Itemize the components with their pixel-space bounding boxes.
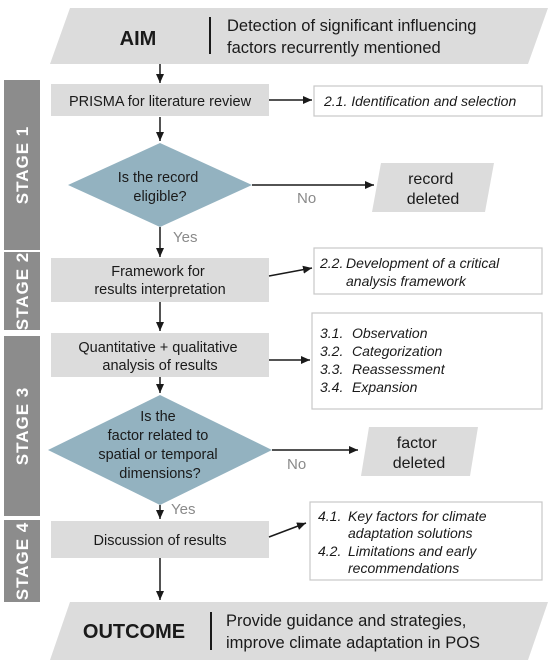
step-framework-line-2: results interpretation bbox=[94, 282, 225, 298]
note-stage3-num-4: 3.4. bbox=[320, 379, 343, 395]
outcome-banner: OUTCOME Provide guidance and strategies,… bbox=[50, 602, 548, 660]
note-critical-text: Development of a critical analysis frame… bbox=[346, 255, 503, 289]
note-stage3: 3.1. Observation 3.2. Categorization 3.3… bbox=[311, 312, 543, 410]
stage-bar-4: STAGE 4 bbox=[4, 520, 40, 602]
record-deleted-line-1: record bbox=[408, 171, 453, 188]
note-stage3-num-1: 3.1. bbox=[320, 325, 343, 341]
step-discussion: Discussion of results bbox=[51, 521, 269, 558]
stage-4-label: STAGE 4 bbox=[13, 522, 32, 600]
decision-factor: Is the factor related to spatial or temp… bbox=[48, 395, 272, 505]
outcome-text-line-1: Provide guidance and strategies, bbox=[226, 612, 466, 630]
aim-text-line-2: factors recurrently mentioned bbox=[227, 39, 441, 57]
note-stage4-list: 4.1. Key factors for climate adaptation … bbox=[318, 508, 490, 576]
note-critical: 2.2. Development of a critical analysis … bbox=[313, 247, 543, 295]
stage-3-label: STAGE 3 bbox=[13, 387, 32, 465]
branch-no-2: No bbox=[287, 456, 306, 473]
note-stage4-item-2-line-2: recommendations bbox=[348, 560, 459, 576]
factor-deleted-text: factor deleted bbox=[393, 435, 446, 472]
factor-deleted-line-2: deleted bbox=[393, 455, 446, 472]
step-analysis-line-1: Quantitative + qualitative bbox=[78, 340, 237, 356]
note-stage3-item-2: Categorization bbox=[352, 343, 442, 359]
step-analysis-line-2: analysis of results bbox=[102, 358, 217, 374]
outcome-text: Provide guidance and strategies, improve… bbox=[226, 612, 480, 652]
step-discussion-label: Discussion of results bbox=[94, 533, 227, 549]
decision-eligible: Is the record eligible? bbox=[68, 143, 252, 227]
stage-bar-3: STAGE 3 bbox=[4, 336, 40, 516]
note-stage3-item-3: Reassessment bbox=[352, 361, 446, 377]
note-identification: 2.1. Identification and selection bbox=[313, 85, 543, 117]
step-analysis-label: Quantitative + qualitative analysis of r… bbox=[78, 340, 241, 374]
stage-1-label: STAGE 1 bbox=[13, 126, 32, 204]
aim-text: Detection of significant influencing fac… bbox=[227, 17, 481, 57]
step-framework: Framework for results interpretation bbox=[51, 258, 269, 302]
decision-eligible-line-1: Is the record bbox=[118, 170, 199, 186]
step-framework-line-1: Framework for bbox=[111, 264, 205, 280]
aim-banner: AIM Detection of significant influencing… bbox=[50, 8, 548, 64]
record-deleted-text: record deleted bbox=[407, 171, 460, 208]
note-stage3-item-1: Observation bbox=[352, 325, 428, 341]
note-stage4-item-1-line-1: Key factors for climate bbox=[348, 508, 487, 524]
step-analysis: Quantitative + qualitative analysis of r… bbox=[51, 333, 269, 377]
decision-factor-line-1: Is the bbox=[140, 409, 175, 425]
arrow-framework-to-note bbox=[268, 265, 313, 277]
stage-bar-1: STAGE 1 bbox=[4, 80, 40, 250]
note-stage3-list: 3.1. Observation 3.2. Categorization 3.3… bbox=[320, 325, 448, 395]
stage-2-label: STAGE 2 bbox=[13, 252, 32, 330]
note-stage3-num-2: 3.2. bbox=[320, 343, 343, 359]
factor-deleted-line-1: factor bbox=[397, 435, 438, 452]
note-stage4: 4.1. Key factors for climate adaptation … bbox=[309, 501, 543, 581]
step-framework-label: Framework for results interpretation bbox=[94, 264, 225, 298]
branch-yes-2: Yes bbox=[171, 501, 195, 518]
outcome-text-line-2: improve climate adaptation in POS bbox=[226, 634, 480, 652]
step-prisma-label: PRISMA for literature review bbox=[69, 94, 252, 110]
note-stage4-num-2: 4.2. bbox=[318, 543, 341, 559]
note-stage3-num-3: 3.3. bbox=[320, 361, 343, 377]
decision-eligible-line-2: eligible? bbox=[133, 189, 186, 205]
note-identification-text: 2.1. Identification and selection bbox=[323, 93, 516, 109]
decision-factor-line-4: dimensions? bbox=[119, 466, 200, 482]
decision-factor-line-2: factor related to bbox=[108, 428, 209, 444]
note-stage4-num-1: 4.1. bbox=[318, 508, 341, 524]
record-deleted-box: record deleted bbox=[372, 163, 494, 212]
aim-label: AIM bbox=[120, 28, 157, 50]
branch-no-1: No bbox=[297, 190, 316, 207]
note-critical-num: 2.2. bbox=[319, 255, 343, 271]
aim-text-line-1: Detection of significant influencing bbox=[227, 17, 476, 35]
note-critical-line-1: Development of a critical bbox=[346, 255, 500, 271]
note-stage4-item-2-line-1: Limitations and early bbox=[348, 543, 477, 559]
branch-yes-1: Yes bbox=[173, 229, 197, 246]
note-stage3-item-4: Expansion bbox=[352, 379, 418, 395]
record-deleted-line-2: deleted bbox=[407, 191, 460, 208]
note-stage4-item-1-line-2: adaptation solutions bbox=[348, 525, 473, 541]
arrow-discussion-to-note bbox=[268, 522, 307, 538]
decision-factor-text: Is the factor related to spatial or temp… bbox=[98, 409, 221, 482]
note-critical-line-2: analysis framework bbox=[346, 273, 467, 289]
decision-eligible-text: Is the record eligible? bbox=[118, 170, 203, 205]
stage-bar-2: STAGE 2 bbox=[4, 252, 40, 330]
outcome-label: OUTCOME bbox=[83, 621, 185, 643]
factor-deleted-box: factor deleted bbox=[361, 427, 478, 476]
step-prisma: PRISMA for literature review bbox=[51, 84, 269, 116]
decision-factor-line-3: spatial or temporal bbox=[98, 447, 217, 463]
